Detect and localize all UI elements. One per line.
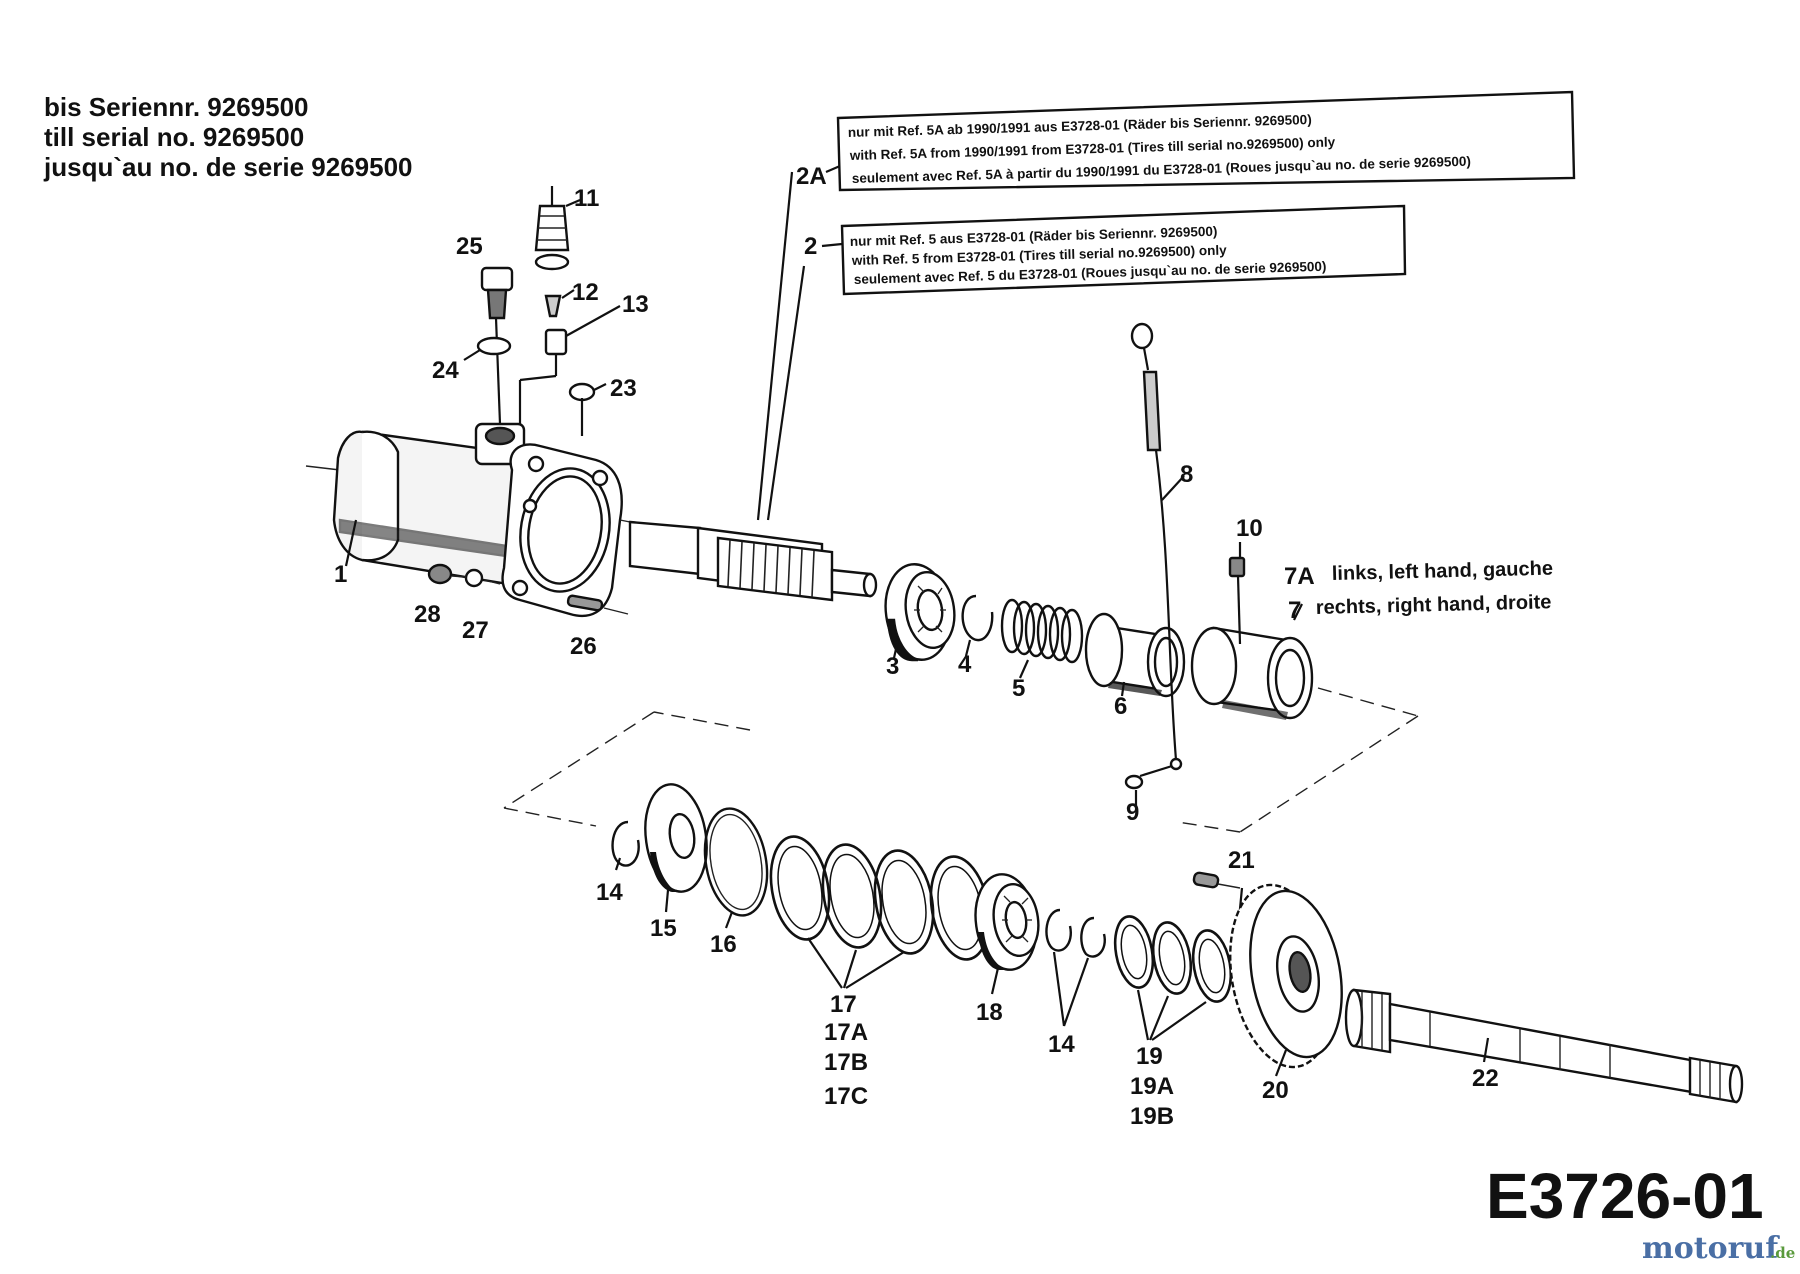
label-part-17: 17	[830, 991, 857, 1018]
header-line-fr: jusqu`au no. de serie 9269500	[43, 152, 413, 182]
part-27-washer	[464, 568, 484, 588]
label-part-8: 8	[1180, 461, 1193, 488]
part-3-bearing	[884, 563, 956, 662]
label-part-19B: 19B	[1130, 1103, 1174, 1130]
transfer-outline	[503, 687, 1419, 833]
part-20-gear	[1229, 883, 1343, 1069]
label-part-5: 5	[1012, 675, 1025, 702]
part-14-circlip	[611, 820, 640, 867]
part-28-nut	[427, 563, 453, 585]
serial-header: bis Seriennr. 9269500 till serial no. 92…	[43, 92, 413, 182]
label-part-23: 23	[610, 375, 637, 402]
part-13-sleeve	[544, 328, 568, 356]
part-21-key	[1192, 871, 1220, 889]
part-23-screw	[568, 382, 596, 436]
part-22-shaft	[1344, 988, 1744, 1104]
ref-7: 7	[1288, 597, 1301, 624]
watermark-brand: motoruf	[1642, 1231, 1780, 1266]
leader-lines	[344, 198, 1490, 1077]
label-part-20: 20	[1262, 1077, 1289, 1104]
splined-shaft-part-2	[628, 520, 878, 602]
label-part-14: 14	[596, 879, 623, 906]
part-24-washer	[476, 336, 512, 356]
part-19-shims	[1113, 915, 1233, 1003]
label-part-15: 15	[650, 915, 677, 942]
label-part-6: 6	[1114, 693, 1127, 720]
part-4-circlip	[961, 594, 994, 642]
note-box-2: nur mit Ref. 5 aus E3728-01 (Räder bis S…	[804, 204, 1407, 296]
part-labels: 1 3 4 5 6 8 9 10 11 12 13 14 14 15 16 17…	[334, 185, 1499, 1130]
diagram-code: E3726-01	[1486, 1160, 1764, 1232]
ref-2A: 2A	[796, 163, 827, 190]
label-part-19: 19	[1136, 1043, 1163, 1070]
side-variant-labels: 7A links, left hand, gauche 7 rechts, ri…	[1284, 558, 1553, 624]
motoruf-watermark: motoruf .de	[1642, 1231, 1795, 1266]
part-25-bolt	[480, 266, 514, 425]
label-part-17A: 17A	[824, 1019, 868, 1046]
housing-part-1	[305, 422, 641, 618]
part-17-discs	[769, 835, 991, 961]
part-11-nipple	[534, 186, 570, 271]
label-part-11: 11	[574, 185, 599, 212]
label-part-12: 12	[572, 279, 599, 306]
text-7A: links, left hand, gauche	[1332, 558, 1554, 585]
part-16-ring	[703, 807, 769, 917]
watermark-tld: .de	[1770, 1244, 1795, 1262]
ref-2: 2	[804, 233, 817, 260]
label-part-17B: 17B	[824, 1049, 868, 1076]
label-part-13: 13	[622, 291, 649, 318]
part-12-cone	[544, 294, 562, 318]
part-5-spring	[1000, 598, 1084, 664]
label-part-18: 18	[976, 999, 1003, 1026]
label-part-26: 26	[570, 633, 597, 660]
label-part-10: 10	[1236, 515, 1263, 542]
label-part-14-b: 14	[1048, 1031, 1075, 1058]
part-8-cable	[1124, 322, 1183, 790]
header-line-en: till serial no. 9269500	[44, 122, 304, 152]
part-18-bearing	[974, 873, 1040, 971]
part-26-pin	[566, 594, 629, 615]
label-part-17C: 17C	[824, 1083, 868, 1110]
label-part-21: 21	[1228, 847, 1255, 874]
label-part-27: 27	[462, 617, 489, 644]
part-14-circlip-c	[1080, 916, 1106, 958]
text-7: rechts, right hand, droite	[1316, 591, 1552, 619]
label-part-16: 16	[710, 931, 737, 958]
header-line-de: bis Seriennr. 9269500	[44, 92, 309, 122]
note-box-2A: nur mit Ref. 5A ab 1990/1991 aus E3728-0…	[796, 90, 1576, 192]
part-10-pin	[1228, 556, 1246, 578]
part-6-sleeve	[1084, 612, 1186, 698]
label-part-28: 28	[414, 601, 441, 628]
label-part-24: 24	[432, 357, 459, 384]
label-part-19A: 19A	[1130, 1073, 1174, 1100]
ref-7A: 7A	[1284, 563, 1315, 590]
part-7-drum	[1190, 626, 1314, 720]
part-15-bearing	[644, 783, 708, 893]
label-part-4: 4	[958, 651, 972, 678]
label-part-9: 9	[1126, 799, 1139, 826]
label-part-3: 3	[886, 653, 899, 680]
label-part-25: 25	[456, 233, 483, 260]
label-part-1: 1	[334, 561, 347, 588]
label-part-22: 22	[1472, 1065, 1499, 1092]
part-14-circlip-b	[1045, 908, 1072, 952]
